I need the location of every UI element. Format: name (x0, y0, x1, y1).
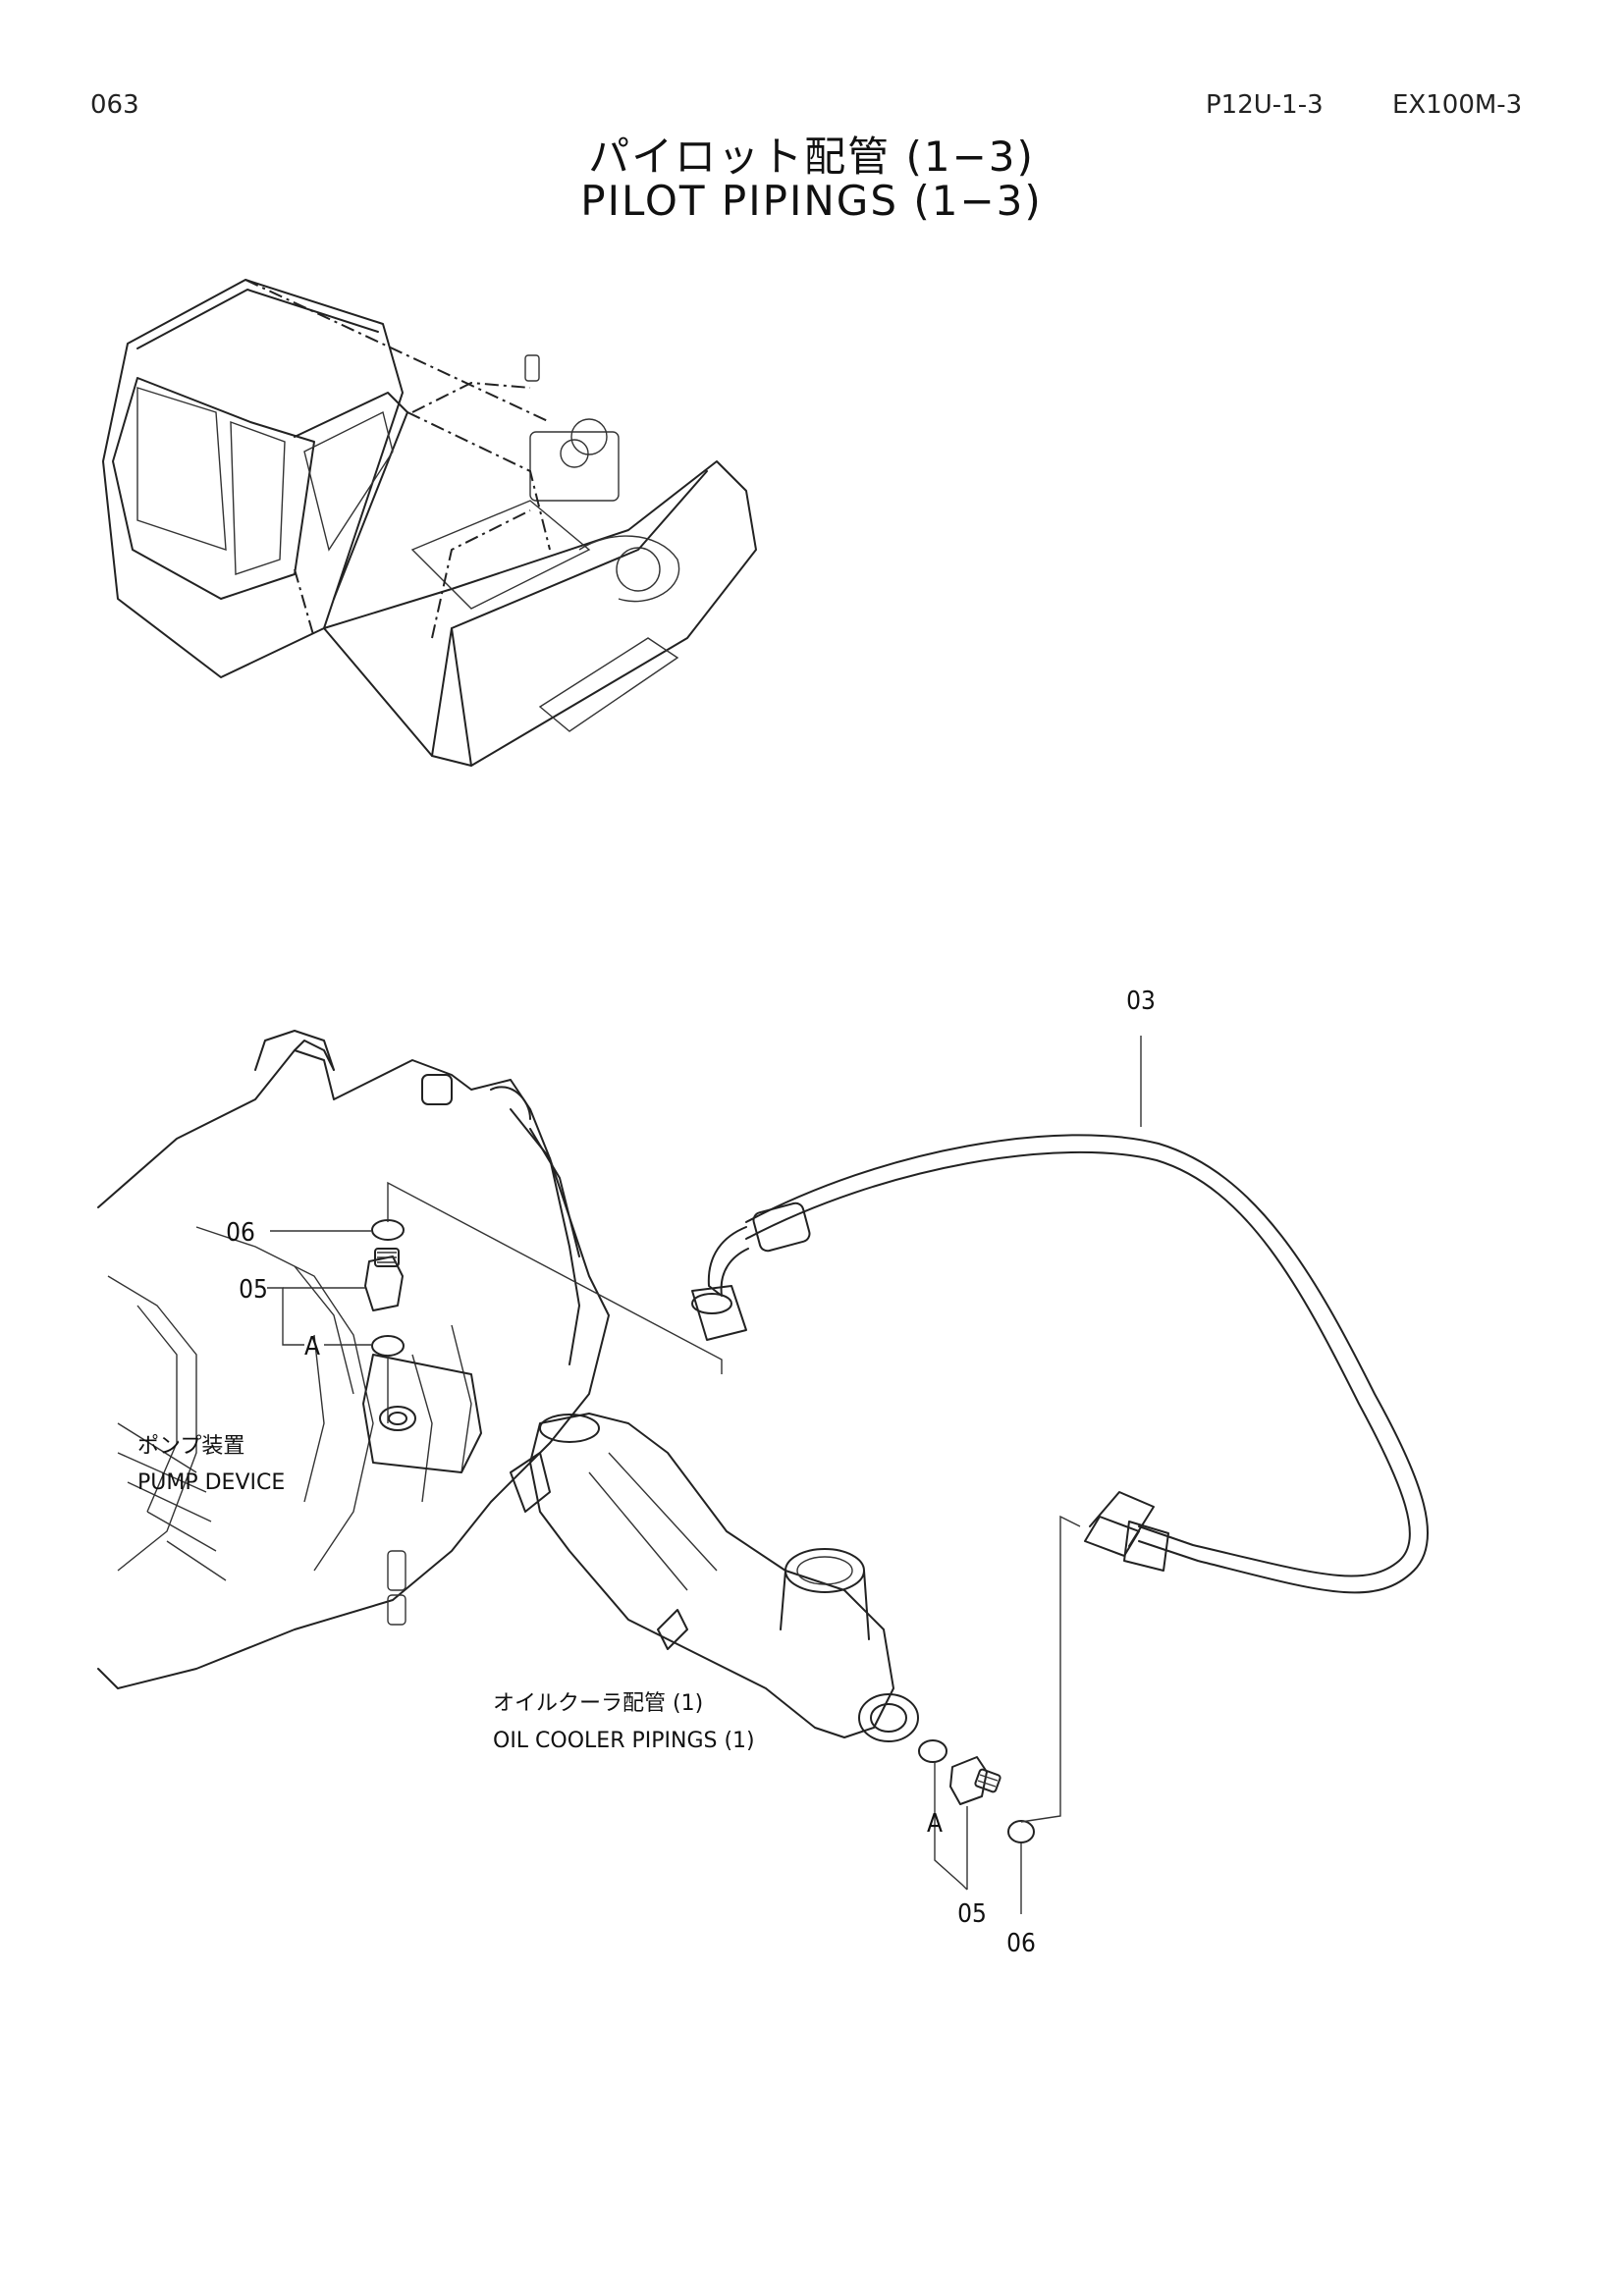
callout-detail-a-bottom: A (927, 1809, 943, 1839)
hose-03 (691, 1134, 1430, 1594)
title-english: PILOT PIPINGS (1−3) (580, 177, 1043, 225)
pump-device-illustration (97, 1030, 610, 1689)
callout-oring-06-top: 06 (226, 1218, 255, 1248)
leader-lines (267, 1036, 1142, 1914)
page-number: 063 (90, 90, 139, 120)
oil-cooler-label-jp: オイルクーラ配管 (1) (493, 1691, 703, 1716)
callout-fitting-05-top: 05 (239, 1275, 268, 1305)
callout-detail-a-top: A (304, 1332, 320, 1362)
callout-hose-03: 03 (1126, 987, 1156, 1016)
top-parts (364, 1219, 405, 1357)
callout-oring-06-bottom: 06 (1006, 1929, 1036, 1958)
callout-fitting-05-bottom: 05 (957, 1899, 987, 1929)
pump-device-label-jp: ポンプ装置 (137, 1434, 244, 1459)
bottom-parts (918, 1739, 1035, 1843)
oil-cooler-label-en: OIL COOLER PIPINGS (1) (493, 1729, 755, 1753)
excavator-overview (102, 279, 757, 767)
title-japanese: パイロット配管 (1−3) (588, 133, 1035, 181)
pump-device-label-en: PUMP DEVICE (137, 1470, 285, 1495)
oil-cooler-illustration (510, 1413, 919, 1742)
model-code: EX100M-3 (1392, 90, 1523, 120)
part-code: P12U-1-3 (1206, 90, 1324, 120)
